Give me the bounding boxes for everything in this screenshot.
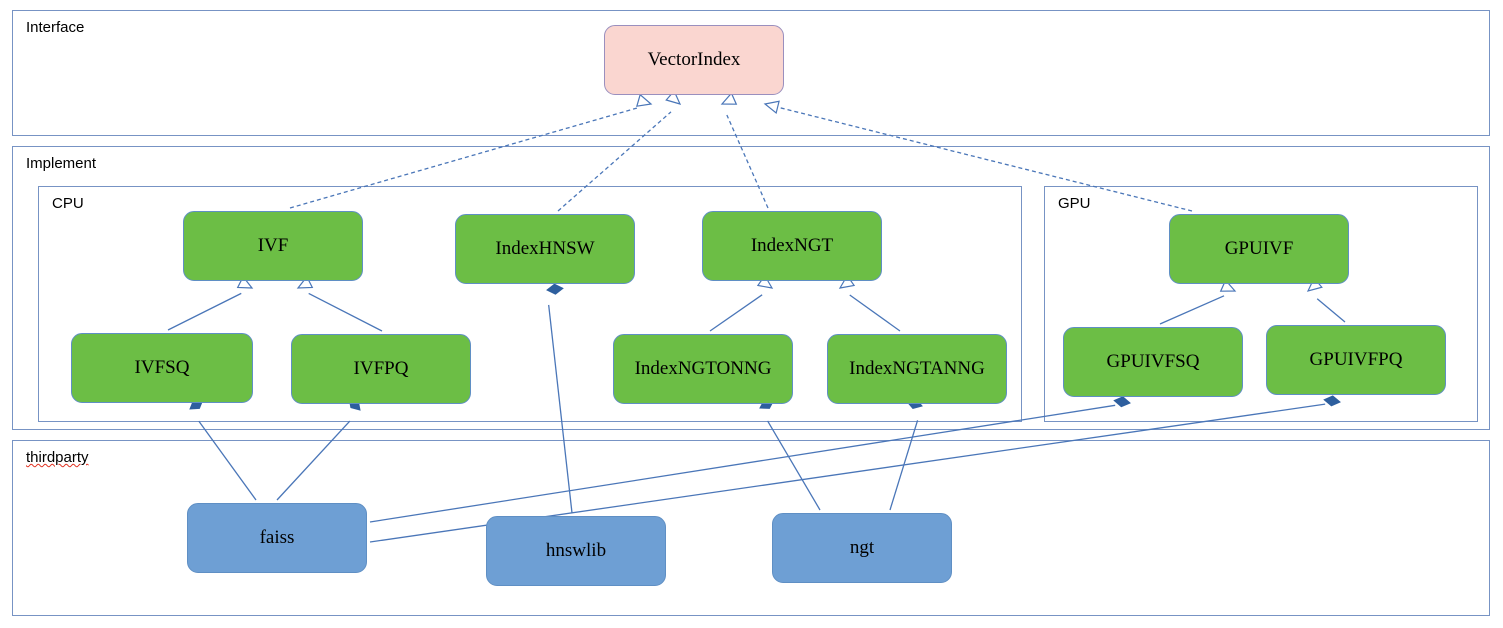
class-node-hnswlib[interactable]: hnswlib <box>486 516 666 586</box>
class-node-indexngt[interactable]: IndexNGT <box>702 211 882 281</box>
class-node-ngt[interactable]: ngt <box>772 513 952 583</box>
class-node-gpuivfsq[interactable]: GPUIVFSQ <box>1063 327 1243 397</box>
class-node-indexngtonng[interactable]: IndexNGTONNG <box>613 334 793 404</box>
class-node-ivfpq[interactable]: IVFPQ <box>291 334 471 404</box>
class-node-indexngtanng[interactable]: IndexNGTANNG <box>827 334 1007 404</box>
container-label-cpu: CPU <box>52 195 84 212</box>
container-label-interface: Interface <box>26 19 85 36</box>
class-node-vectorindex[interactable]: VectorIndex <box>604 25 784 95</box>
container-label-gpu: GPU <box>1058 195 1091 212</box>
class-node-ivf[interactable]: IVF <box>183 211 363 281</box>
class-node-gpuivfpq[interactable]: GPUIVFPQ <box>1266 325 1446 395</box>
class-node-gpuivf[interactable]: GPUIVF <box>1169 214 1349 284</box>
class-node-indexhnsw[interactable]: IndexHNSW <box>455 214 635 284</box>
class-node-ivfsq[interactable]: IVFSQ <box>71 333 253 403</box>
container-label-implement: Implement <box>26 155 97 172</box>
container-label-thirdparty: thirdparty <box>26 449 89 466</box>
class-node-faiss[interactable]: faiss <box>187 503 367 573</box>
